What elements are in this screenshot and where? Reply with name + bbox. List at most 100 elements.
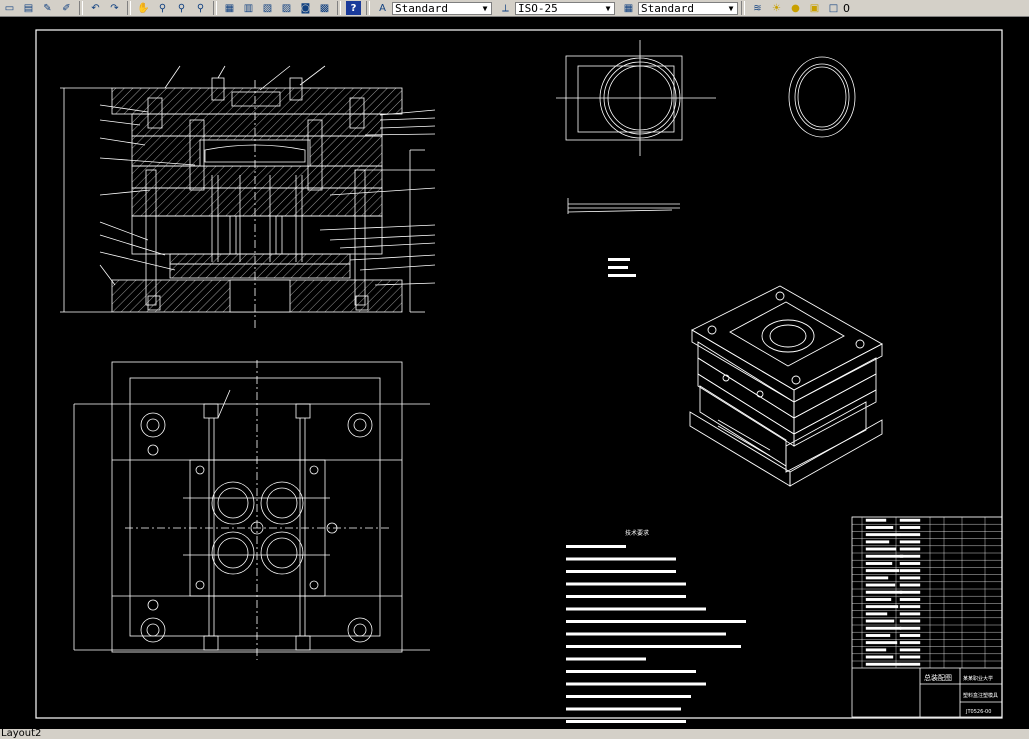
note-line bbox=[566, 607, 706, 611]
new-file-icon[interactable]: ▭ bbox=[4, 2, 15, 14]
note-line bbox=[566, 645, 741, 648]
bom-cell-text bbox=[899, 547, 921, 551]
note-line bbox=[566, 557, 676, 561]
match-properties-icon[interactable]: ✐ bbox=[62, 2, 71, 14]
note-line bbox=[566, 632, 726, 636]
note-line bbox=[566, 670, 696, 673]
drawing-code: JT0526-00 bbox=[965, 709, 991, 715]
layout-tabs-bar: Layout2 bbox=[0, 729, 1029, 739]
bom-cell-text bbox=[899, 590, 921, 594]
bom-cell-text bbox=[865, 554, 904, 558]
note-line bbox=[566, 695, 691, 698]
bom-cell-text bbox=[865, 612, 888, 616]
bom-cell-text bbox=[899, 605, 921, 609]
dimension-style-icon: ⟂ bbox=[502, 2, 509, 14]
standard-toolbar: ▭ ▤ ✎ ✐ ↶ ↷ ✋ ⚲ ⚲ ⚲ ▦ ▥ ▧ ▨ ◙ ▩ ? A Stan… bbox=[0, 0, 1029, 17]
pan-icon[interactable]: ✋ bbox=[137, 2, 150, 14]
note-line bbox=[566, 657, 646, 661]
bom-cell-text bbox=[865, 605, 899, 609]
design-center-icon[interactable]: ▥ bbox=[243, 2, 254, 14]
markup-icon[interactable]: ◙ bbox=[300, 2, 311, 14]
bom-cell-text bbox=[899, 648, 921, 652]
bom-cell-text bbox=[865, 641, 898, 645]
bom-cell-text bbox=[865, 533, 901, 537]
layer-freeze-icon[interactable]: ● bbox=[791, 2, 800, 14]
bom-cell-text bbox=[899, 533, 921, 537]
bom-cell-text bbox=[899, 598, 921, 601]
bom-cell-text bbox=[865, 590, 903, 594]
zoom-window-icon[interactable]: ⚲ bbox=[177, 2, 186, 14]
bom-cell-text bbox=[865, 583, 896, 587]
bom-cell-text bbox=[899, 626, 921, 630]
bom-cell-text bbox=[899, 662, 921, 666]
bom-cell-text bbox=[899, 634, 921, 637]
note-line bbox=[566, 570, 676, 573]
pencil-icon[interactable]: ✎ bbox=[43, 2, 52, 14]
undo-icon[interactable]: ↶ bbox=[91, 2, 100, 14]
calculator-icon[interactable]: ▩ bbox=[319, 2, 330, 14]
text-style-select[interactable]: Standard▼ bbox=[392, 1, 492, 15]
bom-cell-text bbox=[865, 634, 891, 637]
bom-cell-text bbox=[865, 562, 893, 565]
section-view bbox=[60, 65, 436, 328]
bom-cell-text bbox=[899, 526, 921, 529]
help-icon[interactable]: ? bbox=[346, 1, 361, 15]
drawing-border bbox=[35, 29, 1003, 719]
toolbar-separator bbox=[213, 1, 217, 15]
zoom-realtime-icon[interactable]: ⚲ bbox=[158, 2, 167, 14]
bom-cell-text bbox=[899, 641, 921, 645]
note-line bbox=[566, 595, 686, 598]
note-line bbox=[566, 720, 686, 723]
bom-cell-text bbox=[899, 518, 921, 522]
technical-notes: 技术要求 bbox=[566, 529, 746, 736]
open-file-icon[interactable]: ▤ bbox=[23, 2, 34, 14]
note-line bbox=[566, 582, 686, 586]
current-layer-name[interactable]: 0 bbox=[843, 1, 850, 15]
bom-cell-text bbox=[899, 569, 921, 573]
chevron-down-icon: ▼ bbox=[482, 3, 488, 13]
note-line bbox=[566, 707, 681, 711]
bom-cell-text bbox=[899, 583, 921, 587]
drawing-title: 总装配图 bbox=[924, 673, 952, 682]
bom-cell-text bbox=[865, 619, 895, 623]
bom-cell-text bbox=[865, 540, 890, 544]
cad-drawing: 技术要求 总装配图 某某职业大学 塑料盒注塑模具 JT0526-00 bbox=[35, 29, 1003, 736]
tool-palettes-icon[interactable]: ▧ bbox=[262, 2, 273, 14]
bom-cell-text bbox=[899, 562, 921, 565]
bom-cell-text bbox=[865, 518, 887, 522]
notes-title: 技术要求 bbox=[625, 529, 649, 537]
layer-lock-icon[interactable]: ▣ bbox=[809, 2, 820, 14]
layout-tab[interactable]: Layout2 bbox=[1, 729, 42, 739]
note-line bbox=[566, 682, 706, 686]
layer-color-icon[interactable]: □ bbox=[828, 2, 839, 14]
bom-cell-text bbox=[865, 662, 901, 666]
dimension-style-select[interactable]: ISO-25▼ bbox=[515, 1, 615, 15]
toolbar-separator bbox=[127, 1, 131, 15]
bom-cell-text bbox=[899, 576, 921, 580]
zoom-previous-icon[interactable]: ⚲ bbox=[196, 2, 205, 14]
bom-cell-text bbox=[865, 626, 902, 630]
bom-cell-text bbox=[899, 554, 921, 558]
drawing-canvas[interactable]: 技术要求 总装配图 某某职业大学 塑料盒注塑模具 JT0526-00 bbox=[0, 17, 1029, 736]
title-block: 总装配图 某某职业大学 塑料盒注塑模具 JT0526-00 bbox=[851, 516, 1003, 718]
chevron-down-icon: ▼ bbox=[728, 3, 734, 13]
bom-cell-text bbox=[899, 619, 921, 623]
layer-on-icon[interactable]: ☀ bbox=[772, 2, 781, 14]
table-style-select[interactable]: Standard▼ bbox=[638, 1, 738, 15]
isometric-mold-view bbox=[689, 285, 883, 487]
note-line bbox=[566, 620, 746, 623]
redo-icon[interactable]: ↷ bbox=[110, 2, 119, 14]
toolbar-separator bbox=[337, 1, 341, 15]
bom-cell-text bbox=[865, 598, 892, 601]
sheet-set-icon[interactable]: ▨ bbox=[281, 2, 292, 14]
layer-manager-icon[interactable]: ≋ bbox=[753, 2, 762, 14]
chevron-down-icon: ▼ bbox=[605, 3, 611, 13]
bom-cell-text bbox=[865, 526, 894, 529]
properties-icon[interactable]: ▦ bbox=[224, 2, 235, 14]
text-style-icon: A bbox=[379, 2, 386, 14]
toolbar-separator bbox=[366, 1, 370, 15]
bom-cell-text bbox=[899, 655, 921, 659]
bom-cell-text bbox=[865, 655, 894, 659]
bom-cell-text bbox=[899, 540, 921, 544]
company-name: 某某职业大学 bbox=[963, 675, 993, 682]
